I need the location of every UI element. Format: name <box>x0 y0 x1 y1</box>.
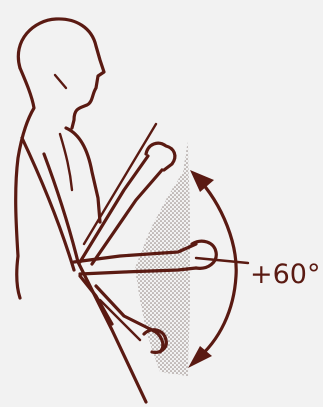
back-outline <box>16 68 34 298</box>
shoulder-inner-line <box>60 134 72 190</box>
ear-mark <box>55 75 66 88</box>
raised-hand <box>146 143 175 170</box>
horizontal-reference-line <box>196 258 248 263</box>
arc-arrowhead-top <box>190 170 214 192</box>
raised-arm-upper <box>80 156 148 262</box>
trunk-axis-line <box>78 262 146 402</box>
arm-outline-front <box>44 154 78 262</box>
angle-label: +60° <box>250 259 320 290</box>
